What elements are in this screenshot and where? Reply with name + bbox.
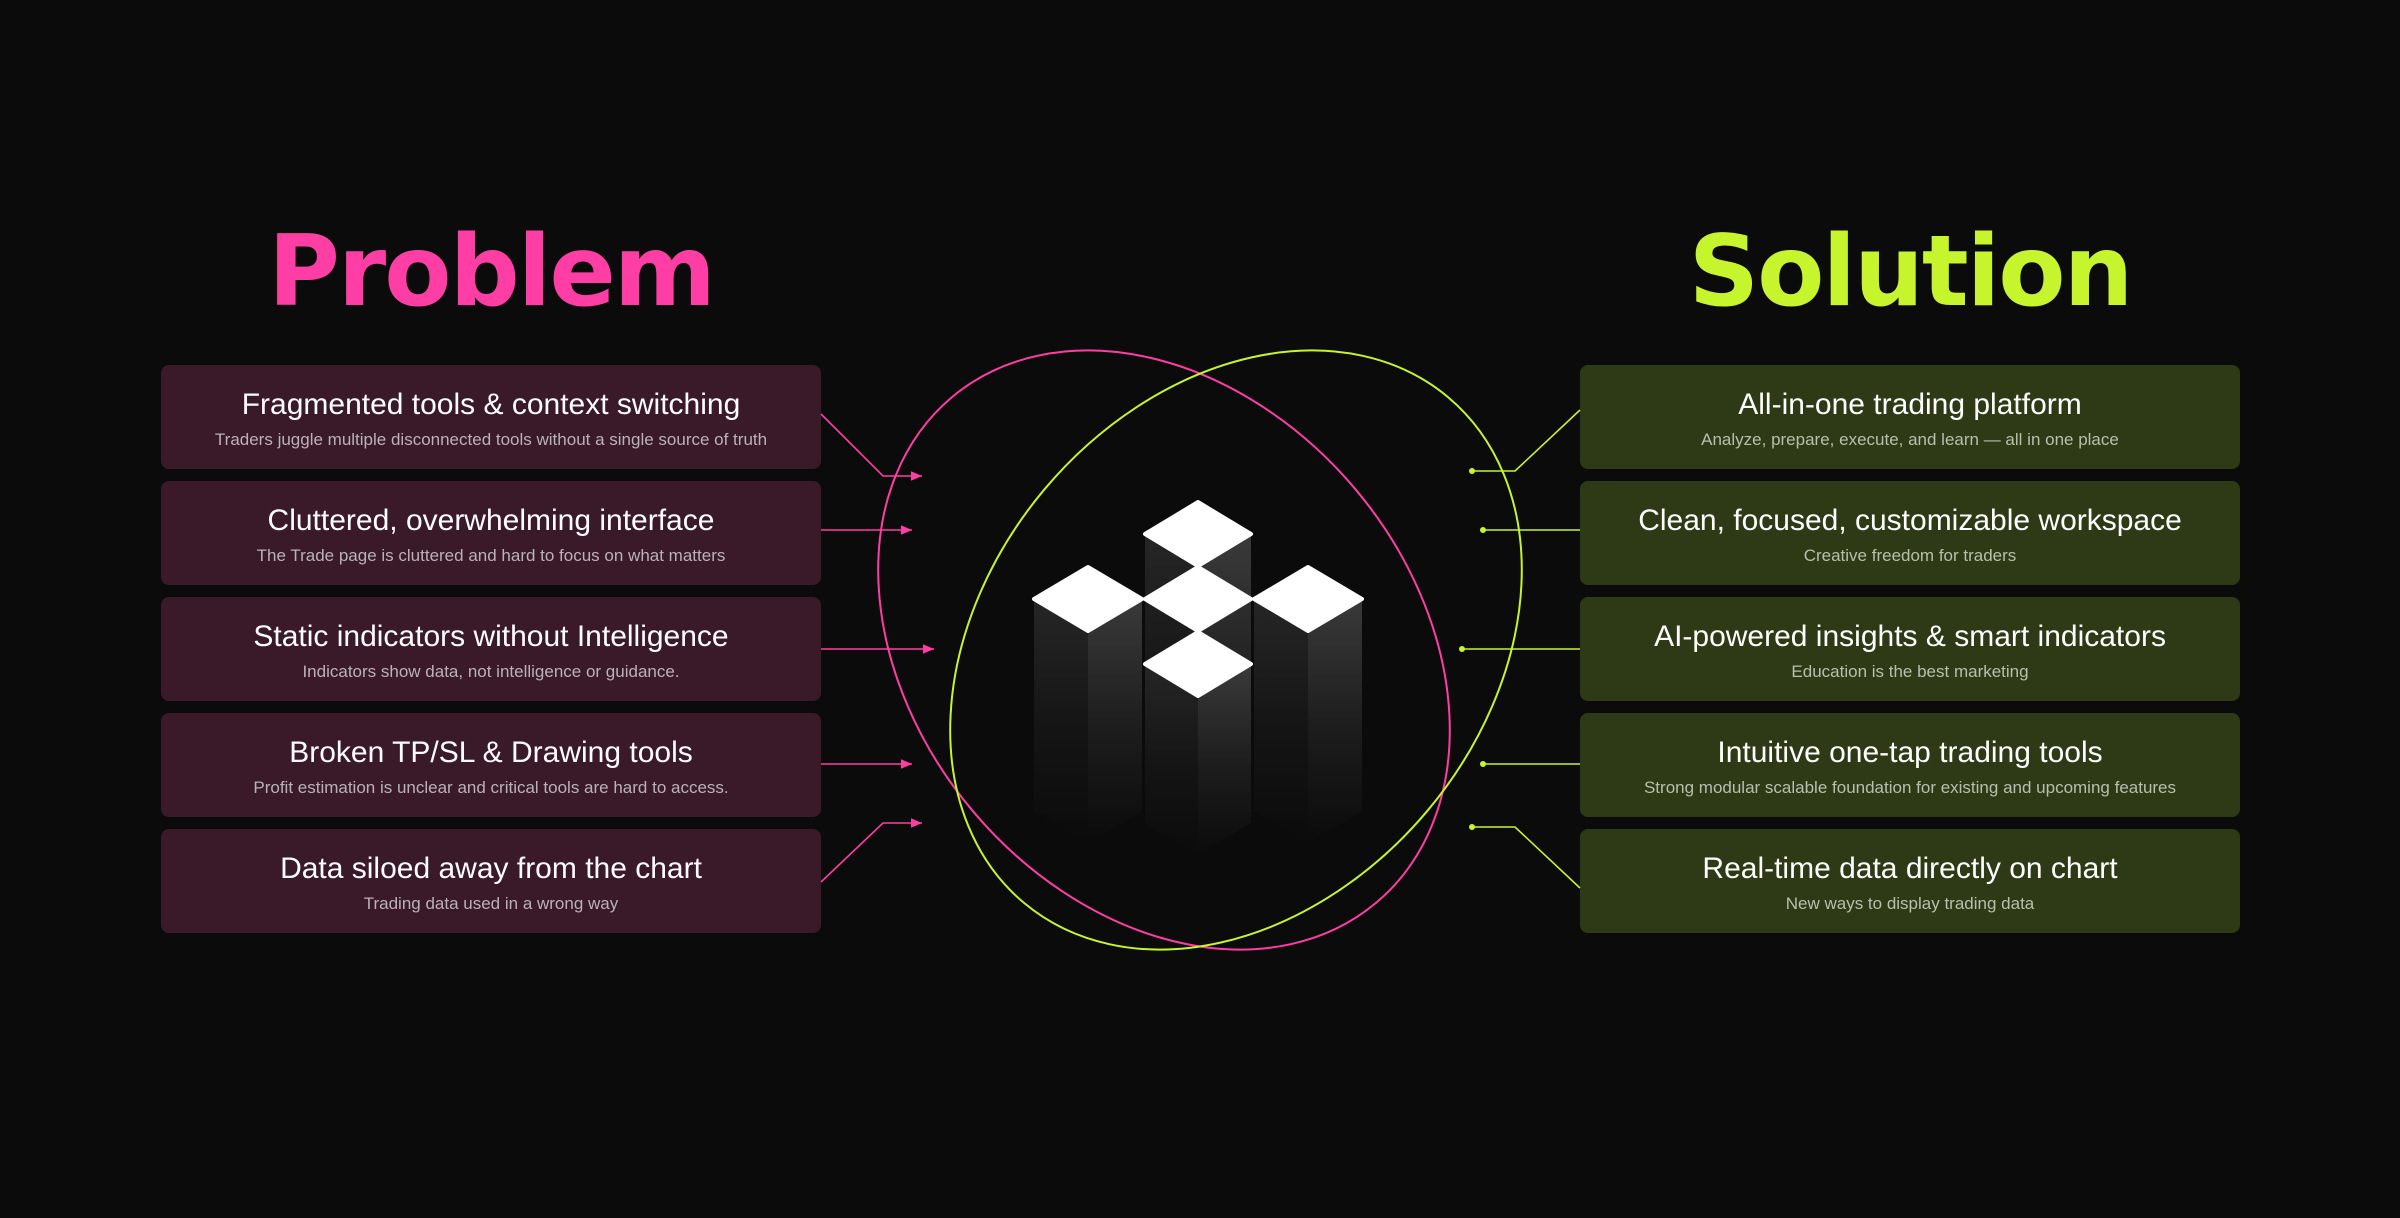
solution-heading: Solution (1688, 215, 2134, 329)
problem-card-subtitle: Profit estimation is unclear and critica… (253, 778, 729, 797)
problem-card-title: Broken TP/SL & Drawing tools (289, 736, 693, 769)
solution-ellipse (949, 349, 1523, 951)
solution-card-real-time-data: Real-time data directly on chart New way… (1580, 829, 2240, 933)
solution-card-one-tap-tools: Intuitive one-tap trading tools Strong m… (1580, 713, 2240, 817)
solution-card-title: Real-time data directly on chart (1702, 852, 2118, 885)
solution-connector-dot (1480, 761, 1486, 767)
solution-card-title: AI-powered insights & smart indicators (1654, 620, 2166, 653)
solution-card-title: Clean, focused, customizable workspace (1638, 504, 2182, 537)
problem-card-static-indicators: Static indicators without Intelligence I… (161, 597, 821, 701)
solution-card-clean-workspace: Clean, focused, customizable workspace C… (1580, 481, 2240, 585)
problem-card-broken-tools: Broken TP/SL & Drawing tools Profit esti… (161, 713, 821, 817)
solution-card-subtitle: Creative freedom for traders (1803, 546, 2017, 565)
solution-card-all-in-one: All-in-one trading platform Analyze, pre… (1580, 365, 2240, 469)
problem-card-title: Fragmented tools & context switching (241, 388, 741, 421)
problem-card-title: Static indicators without Intelligence (253, 620, 729, 653)
problem-card-subtitle: The Trade page is cluttered and hard to … (256, 546, 726, 565)
problem-card-subtitle: Traders juggle multiple disconnected too… (214, 430, 768, 449)
solution-card-subtitle: Education is the best marketing (1791, 662, 2029, 681)
problem-connector (820, 413, 922, 481)
solution-connector (1472, 409, 1581, 472)
solution-card-ai-insights: AI-powered insights & smart indicators E… (1580, 597, 2240, 701)
solution-connector (1472, 826, 1581, 889)
solution-card-title: Intuitive one-tap trading tools (1717, 736, 2103, 769)
problem-connector (820, 818, 922, 883)
solution-connector-dot (1459, 646, 1465, 652)
solution-connector-dot (1469, 468, 1475, 474)
problem-card-title: Data siloed away from the chart (280, 852, 702, 885)
problem-card-subtitle: Trading data used in a wrong way (363, 894, 619, 913)
solution-card-subtitle: New ways to display trading data (1785, 894, 2035, 913)
solution-card-subtitle: Strong modular scalable foundation for e… (1643, 778, 2177, 797)
problem-card-cluttered-interface: Cluttered, overwhelming interface The Tr… (161, 481, 821, 585)
problem-card-subtitle: Indicators show data, not intelligence o… (302, 662, 680, 681)
problem-ellipse (877, 349, 1451, 951)
solution-card-title: All-in-one trading platform (1738, 388, 2082, 421)
problem-card-fragmented-tools: Fragmented tools & context switching Tra… (161, 365, 821, 469)
solution-connector-dot (1480, 527, 1486, 533)
isometric-cubes-logo-icon (1032, 500, 1364, 855)
solution-card-subtitle: Analyze, prepare, execute, and learn — a… (1701, 430, 2119, 449)
problem-card-title: Cluttered, overwhelming interface (267, 504, 715, 537)
solution-connector-dot (1469, 824, 1475, 830)
problem-card-data-siloed: Data siloed away from the chart Trading … (161, 829, 821, 933)
problem-heading: Problem (268, 215, 716, 329)
